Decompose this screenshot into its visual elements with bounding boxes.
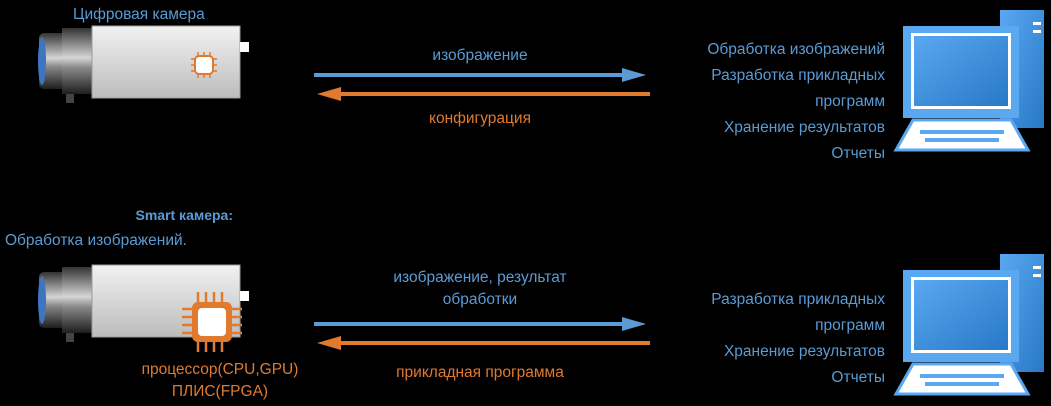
camera-icon [38,25,249,103]
processor-label: ПЛИС(FPGA) [171,383,269,400]
processor-chip-icon [182,292,242,352]
arrow-result-label: обработки [442,291,518,308]
pc-task-line: Отчеты [831,145,885,162]
arrow-config-back [317,87,650,101]
arrow-program-label: прикладная программа [396,364,564,381]
arrow-result-forward [314,317,646,331]
arrow-config-label: конфигурация [429,110,531,127]
smart-camera-title: Smart камера: [135,207,233,223]
pc-task-line: Хранение результатов [723,343,885,360]
arrow-program-back [317,336,650,350]
pc-task-line: Хранение результатов [723,119,885,136]
arrow-image-label: изображение [432,47,528,64]
pc-task-line: Обработка изображений [707,41,885,58]
arrow-image-forward [314,68,646,82]
pc-task-line: Отчеты [831,369,885,386]
smart-camera-subtitle: Обработка изображений. [5,232,187,249]
pc-task-line: программ [815,93,885,110]
arrow-result-label: изображение, результат [393,269,567,286]
chip-icon [191,52,217,78]
processor-label: процессор(CPU,GPU) [141,361,299,378]
camera-title: Цифровая камера [73,6,205,23]
pc-task-line: Разработка прикладных [711,67,885,84]
computer-icon [893,254,1044,396]
pc-task-line: Разработка прикладных [711,291,885,308]
pc-task-line: программ [815,317,885,334]
computer-icon [893,10,1044,152]
